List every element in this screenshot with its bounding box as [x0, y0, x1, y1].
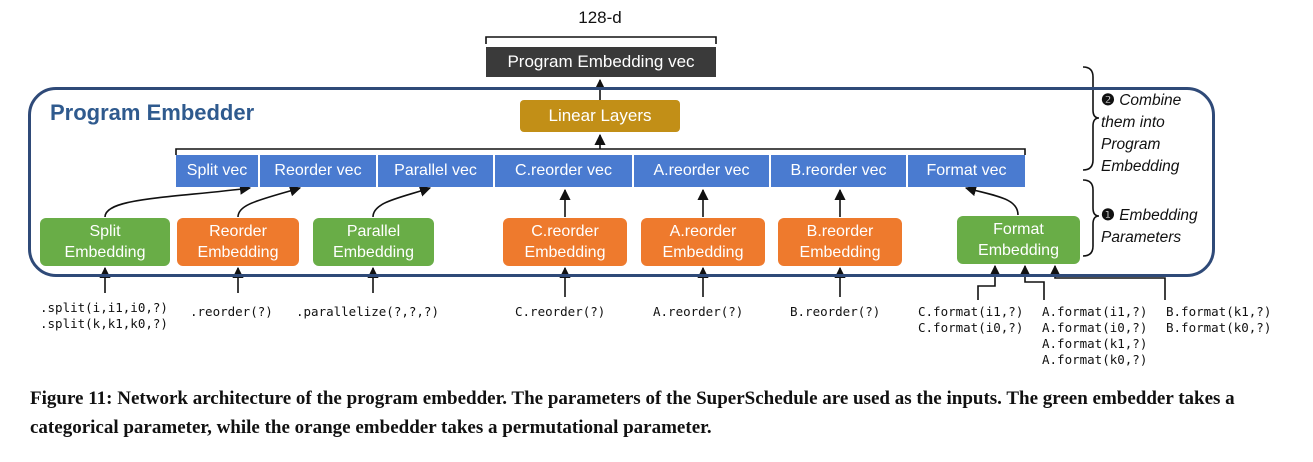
reorder-embedding: Reorder Embedding: [177, 218, 299, 266]
parallel-embedding-line1: Parallel: [346, 223, 401, 240]
combine-marker: ❷: [1101, 92, 1115, 109]
split-vec: Split vec: [176, 155, 260, 187]
vector-bracket: [175, 148, 1026, 155]
c-reorder-embedding: C.reorder Embedding: [503, 218, 627, 266]
program-embedder-frame: [28, 87, 1215, 277]
split-inputs: .split(i,i1,i0,?) .split(k,k1,k0,?): [40, 300, 168, 331]
combine-text: Combine them into Program Embedding: [1101, 92, 1182, 175]
format-inputs-a: A.format(i1,?) A.format(i0,?) A.format(k…: [1042, 304, 1148, 367]
reorder-inputs: .reorder(?): [190, 304, 273, 319]
format-inputs-b: B.format(k1,?) B.format(k0,?): [1166, 304, 1272, 335]
b-reorder-vec: B.reorder vec: [771, 155, 908, 187]
format-vec: Format vec: [908, 155, 1025, 187]
c-reorder-vec: C.reorder vec: [495, 155, 634, 187]
b-reorder-inputs: B.reorder(?): [790, 304, 881, 319]
program-embedding-vec: Program Embedding vec: [486, 47, 716, 77]
b-reorder-embedding-line2: Embedding: [799, 244, 881, 261]
a-reorder-vec: A.reorder vec: [634, 155, 771, 187]
a-reorder-inputs: A.reorder(?): [653, 304, 744, 319]
parallel-embedding: Parallel Embedding: [313, 218, 434, 266]
b-reorder-embedding: B.reorder Embedding: [778, 218, 902, 266]
parallel-embedding-line2: Embedding: [333, 244, 414, 261]
split-embedding-line1: Split: [89, 223, 121, 240]
embedding-brace: [1082, 179, 1100, 257]
format-embedding-line1: Format: [993, 221, 1044, 238]
split-embedding: Split Embedding: [40, 218, 170, 266]
embedding-annotation: ❶ Embedding Parameters: [1101, 205, 1198, 249]
a-reorder-embedding-line1: A.reorder: [669, 223, 737, 240]
reorder-vec: Reorder vec: [260, 155, 378, 187]
dimension-label: 128-d: [578, 8, 622, 27]
figure-caption: Figure 11: Network architecture of the p…: [30, 388, 1235, 438]
a-reorder-embedding: A.reorder Embedding: [641, 218, 765, 266]
format-inputs-c: C.format(i1,?) C.format(i0,?): [918, 304, 1024, 335]
b-reorder-embedding-line1: B.reorder: [806, 223, 874, 240]
arrow-format-to-vec: [964, 185, 1019, 216]
linear-layers-box: Linear Layers: [520, 100, 680, 132]
program-embedder-title: Program Embedder: [50, 100, 255, 125]
arrow-parallel-to-vec: [372, 185, 432, 218]
dimension-bracket: [485, 36, 717, 44]
a-reorder-embedding-line2: Embedding: [662, 244, 744, 261]
c-reorder-embedding-line2: Embedding: [524, 244, 606, 261]
parallel-vec: Parallel vec: [378, 155, 495, 187]
reorder-embedding-line1: Reorder: [209, 223, 267, 240]
split-embedding-line2: Embedding: [64, 244, 146, 261]
arrow-format-input-b: [1049, 264, 1166, 300]
combine-annotation: ❷ Combine them into Program Embedding: [1101, 90, 1181, 178]
embed-marker: ❶: [1101, 207, 1115, 224]
reorder-embedding-line2: Embedding: [197, 244, 279, 261]
c-reorder-embedding-line1: C.reorder: [531, 223, 599, 240]
format-embedding-line2: Embedding: [978, 242, 1059, 259]
arrow-reorder-to-vec: [237, 185, 302, 218]
embed-text: Embedding Parameters: [1101, 207, 1198, 246]
parallel-inputs: .parallelize(?,?,?): [296, 304, 439, 319]
format-embedding: Format Embedding: [957, 216, 1080, 264]
combine-brace: [1082, 66, 1100, 171]
arrow-split-to-vec: [104, 183, 252, 218]
c-reorder-inputs: C.reorder(?): [515, 304, 606, 319]
